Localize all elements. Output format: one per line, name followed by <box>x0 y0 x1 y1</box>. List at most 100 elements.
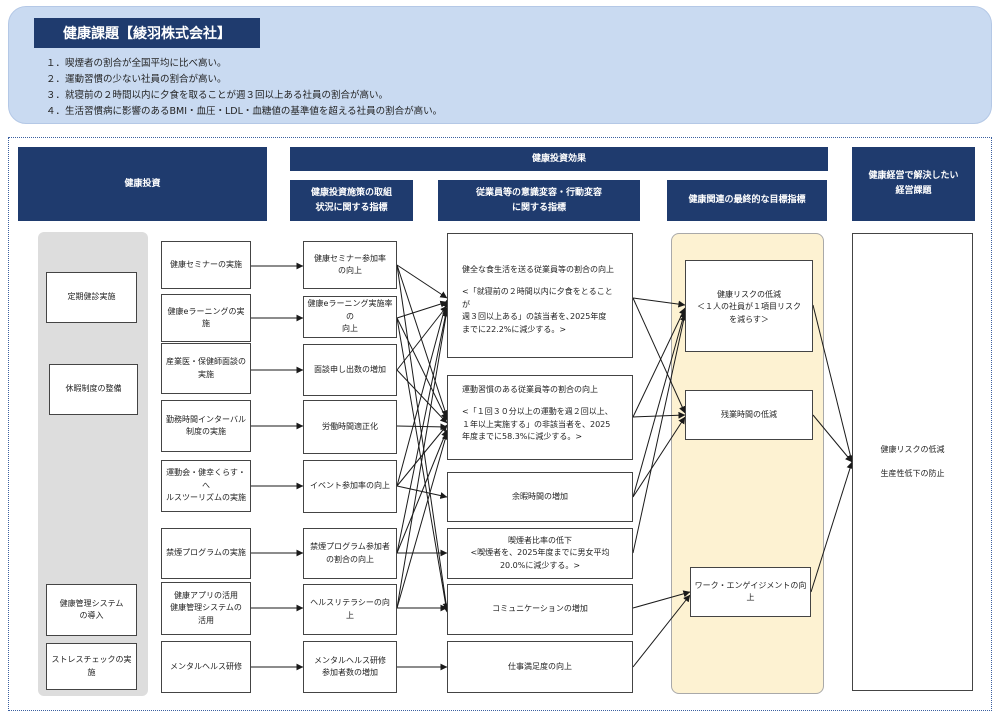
header-line: 健康投資施策の取組 <box>310 187 392 198</box>
behavior-box: 余暇時間の増加 <box>447 472 633 522</box>
box-line: 年度までに58.3%に減少する。> <box>462 432 583 442</box>
box-line: <喫煙者を、2025年度までに男女平均 <box>470 548 610 558</box>
header-management-issues: 健康経営で解決したい 経営課題 <box>852 147 975 221</box>
box-line: 20.0%に減少する。> <box>499 560 581 570</box>
box-line: 向上 <box>342 324 358 334</box>
investment-box: 定期健診実施 <box>46 272 137 323</box>
header-line: 従業員等の意識変容・行動変容 <box>475 187 602 198</box>
connector-arrow <box>396 264 450 611</box>
health-issue-item: ２．運動習慣の少ない社員の割合が高い。 <box>46 74 227 85</box>
box-line: 実施 <box>198 369 214 379</box>
connector-arrow <box>812 414 853 463</box>
connector-arrow <box>396 305 448 371</box>
box-line: メンタルヘルス研修 <box>314 655 386 665</box>
indicator-box: 健康eラーニング実施率の 向上 <box>303 296 397 338</box>
header-awareness-indicators: 従業員等の意識変容・行動変容 に関する指標 <box>438 180 640 221</box>
connector-arrow <box>632 313 688 554</box>
box-line: 健康eラーニング実施率の <box>307 299 393 321</box>
box-line: <「１回３０分以上の運動を週２回以上、 <box>462 407 613 417</box>
final-target-box: 健康リスクの低減 ＜１人の社員が１項目リスク を減らす＞ <box>685 260 813 352</box>
connector-arrow <box>632 297 686 414</box>
box-line: ルスツーリズムの実施 <box>166 493 246 503</box>
box-line: 運動習慣のある従業員等の割合の向上 <box>462 385 598 394</box>
box-line: ワーク・エンゲイジメントの向上 <box>694 580 807 602</box>
box-line: 健康リスクの低減 <box>717 290 781 299</box>
program-box: 健康セミナーの実施 <box>161 241 251 289</box>
box-line: 禁煙プログラム参加者 <box>310 542 390 552</box>
final-target-box: ワーク・エンゲイジメントの向上 <box>690 567 811 617</box>
connector-arrow <box>632 411 686 419</box>
box-line: 生産性低下の防止 <box>880 469 945 478</box>
box-line: の割合の向上 <box>326 554 374 564</box>
header-line: 経営課題 <box>895 186 932 196</box>
connector-arrow <box>632 416 686 498</box>
header-final-targets: 健康関連の最終的な目標指標 <box>667 180 827 221</box>
box-line: 運動会・健幸くらす・へ <box>166 468 246 490</box>
behavior-box: コミュニケーションの増加 <box>447 584 633 635</box>
box-line: 健康セミナーの実施 <box>170 259 242 269</box>
behavior-box: 健全な食生活を送る従業員等の割合の向上 <「就寝前の２時間以内に夕食をとることが… <box>447 233 633 358</box>
health-issue-item: １．喫煙者の割合が全国平均に比べ高い。 <box>46 58 227 69</box>
box-line: 活用 <box>198 615 214 625</box>
box-line: メンタルヘルス研修 <box>170 661 242 671</box>
connector-arrow <box>632 297 686 308</box>
connector-arrow <box>396 264 449 418</box>
header-line: 健康経営で解決したい <box>868 171 959 182</box>
indicator-box: ヘルスリテラシーの向上 <box>303 584 397 635</box>
connector-arrow <box>396 309 450 609</box>
box-line: １年以上実施する」の非該当者を、2025 <box>462 419 611 429</box>
connector-arrow <box>396 423 448 431</box>
program-box: 禁煙プログラムの実施 <box>161 528 251 579</box>
program-box: 勤務時間インターバル 制度の実施 <box>161 400 251 452</box>
behavior-box: 喫煙者比率の低下 <喫煙者を、2025年度までに男女平均 20.0%に減少する。… <box>447 528 633 579</box>
program-box: 産業医・保健師面談の 実施 <box>161 343 251 394</box>
box-line: 参加者数の増加 <box>322 668 378 677</box>
behavior-box: 運動習慣のある従業員等の割合の向上 <「１回３０分以上の運動を週２回以上、 １年… <box>447 375 633 460</box>
connector-arrow <box>632 307 686 418</box>
final-target-box: 残業時間の低減 <box>685 390 813 440</box>
investment-box: ストレスチェックの実施 <box>46 643 137 690</box>
connector-arrow <box>396 264 448 299</box>
box-line: 健康管理システム <box>59 598 124 608</box>
indicator-box: 禁煙プログラム参加者 の割合の向上 <box>303 528 397 579</box>
investment-box: 健康管理システム の導入 <box>46 584 137 636</box>
connector-arrow <box>396 317 450 613</box>
connector-arrow <box>396 317 448 421</box>
connector-arrow <box>632 310 687 498</box>
box-line: 定期健診実施 <box>67 292 116 302</box>
box-line: ヘルスリテラシーの向上 <box>310 598 390 620</box>
behavior-box: 仕事満足度の向上 <box>447 641 633 693</box>
health-issue-item: ４．生活習慣病に影響のあるBMI・血圧・LDL・血糖値の基準値を超える社員の割合… <box>46 106 443 117</box>
box-line: の導入 <box>79 611 104 620</box>
box-line: 仕事満足度の向上 <box>508 661 572 671</box>
box-line: イベント参加率の向上 <box>310 481 390 491</box>
header-line: に関する指標 <box>511 202 566 213</box>
box-line: 制度の実施 <box>186 427 226 436</box>
program-box: メンタルヘルス研修 <box>161 641 251 693</box>
box-line: 面談申し出数の増加 <box>314 364 386 374</box>
box-line: 健康管理システムの <box>170 603 242 613</box>
box-line: 産業医・保健師面談の <box>166 357 246 367</box>
indicator-box: 健康セミナー参加率 の向上 <box>303 241 397 289</box>
connector-arrow <box>396 300 448 319</box>
management-issue-box: 健康リスクの低減 生産性低下の防止 <box>852 233 973 691</box>
box-line: までに22.2%に減少する。> <box>462 324 567 334</box>
program-box: 運動会・健幸くらす・へ ルスツーリズムの実施 <box>161 460 251 512</box>
connector-arrow <box>396 429 448 554</box>
health-issue-item: ３．就寝前の２時間以内に夕食を取ることが週３回以上ある社員の割合が高い。 <box>46 90 389 101</box>
box-line: 余暇時間の増加 <box>512 491 568 501</box>
box-line: 喫煙者比率の低下 <box>508 535 572 545</box>
indicator-box: 面談申し出数の増加 <box>303 344 397 396</box>
connector-arrow <box>812 304 854 463</box>
indicator-box: イベント参加率の向上 <box>303 460 397 513</box>
program-box: 健康eラーニングの実施 <box>161 294 251 342</box>
health-issues-title: 健康課題【綾羽株式会社】 <box>34 18 260 48</box>
box-line: 健康eラーニングの実施 <box>167 306 245 328</box>
investment-box: 休暇制度の整備 <box>49 364 138 415</box>
box-line: 勤務時間インターバル <box>166 414 246 424</box>
box-line: 健全な食生活を送る従業員等の割合の向上 <box>462 265 614 274</box>
strategy-map-frame <box>8 137 992 711</box>
box-line: 禁煙プログラムの実施 <box>166 548 246 558</box>
box-line: <「就寝前の２時間以内に夕食をとることが <box>462 287 613 309</box>
